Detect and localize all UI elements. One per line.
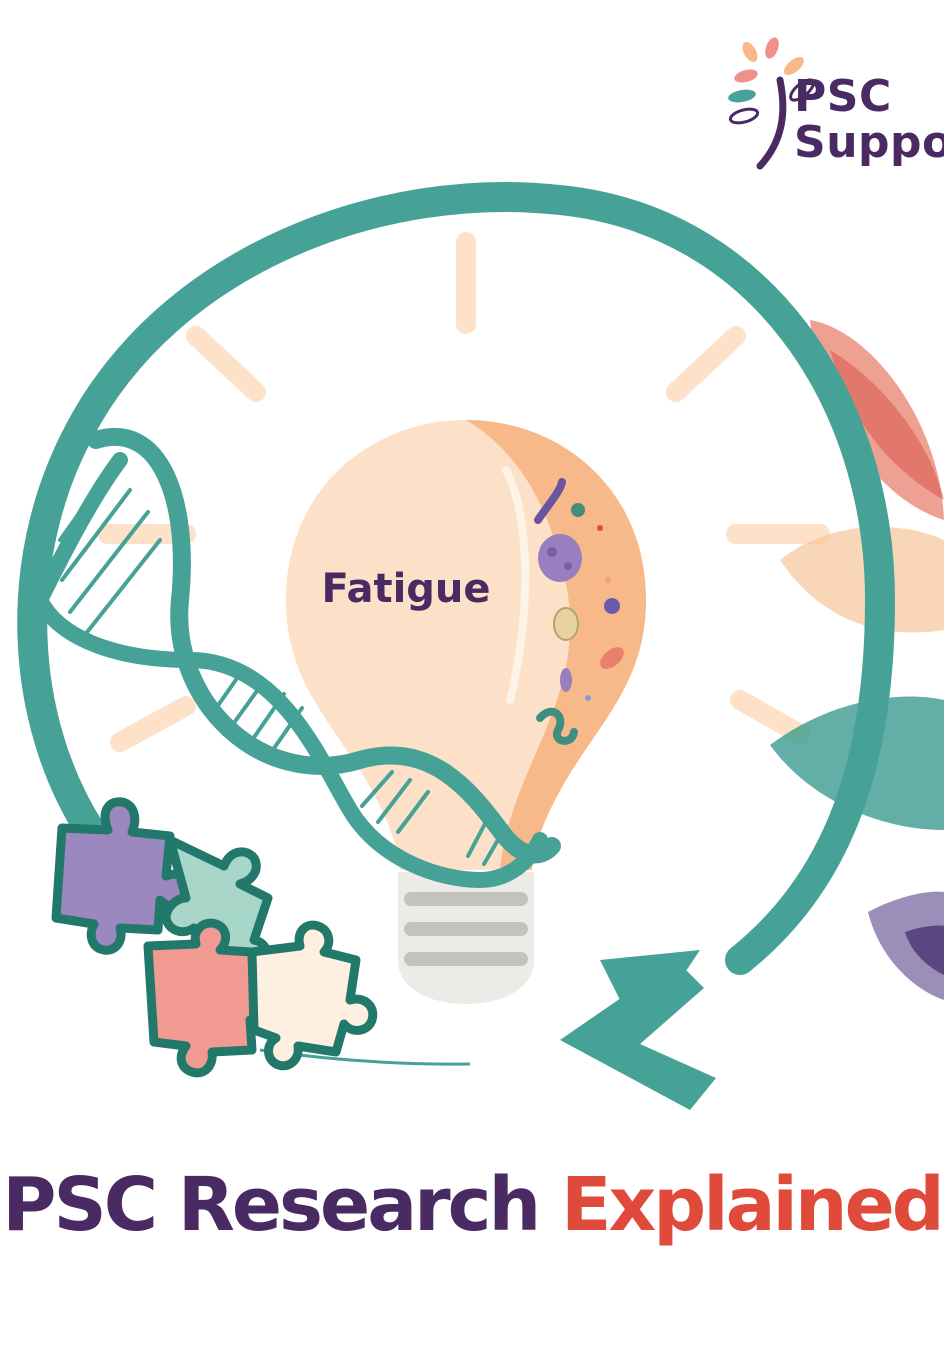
circular-arrow xyxy=(17,182,896,1110)
decorative-leaves xyxy=(770,320,944,1000)
light-bulb xyxy=(286,420,646,1004)
title-part2: Explained xyxy=(560,1162,944,1248)
bulb-label: Fatigue xyxy=(321,566,491,612)
logo-line1: PSC xyxy=(794,71,892,122)
logo-tree-icon xyxy=(728,37,815,170)
psc-support-logo[interactable]: PSC Suppo xyxy=(722,38,944,178)
puzzle-pieces xyxy=(51,797,378,1078)
page-title: PSC Research Explained xyxy=(0,1162,944,1248)
logo-text: PSC Suppo xyxy=(794,74,944,166)
light-rays xyxy=(98,232,830,752)
logo-line2: Suppo xyxy=(794,117,944,168)
title-part1: PSC Research xyxy=(2,1162,541,1248)
microbes xyxy=(534,478,624,745)
